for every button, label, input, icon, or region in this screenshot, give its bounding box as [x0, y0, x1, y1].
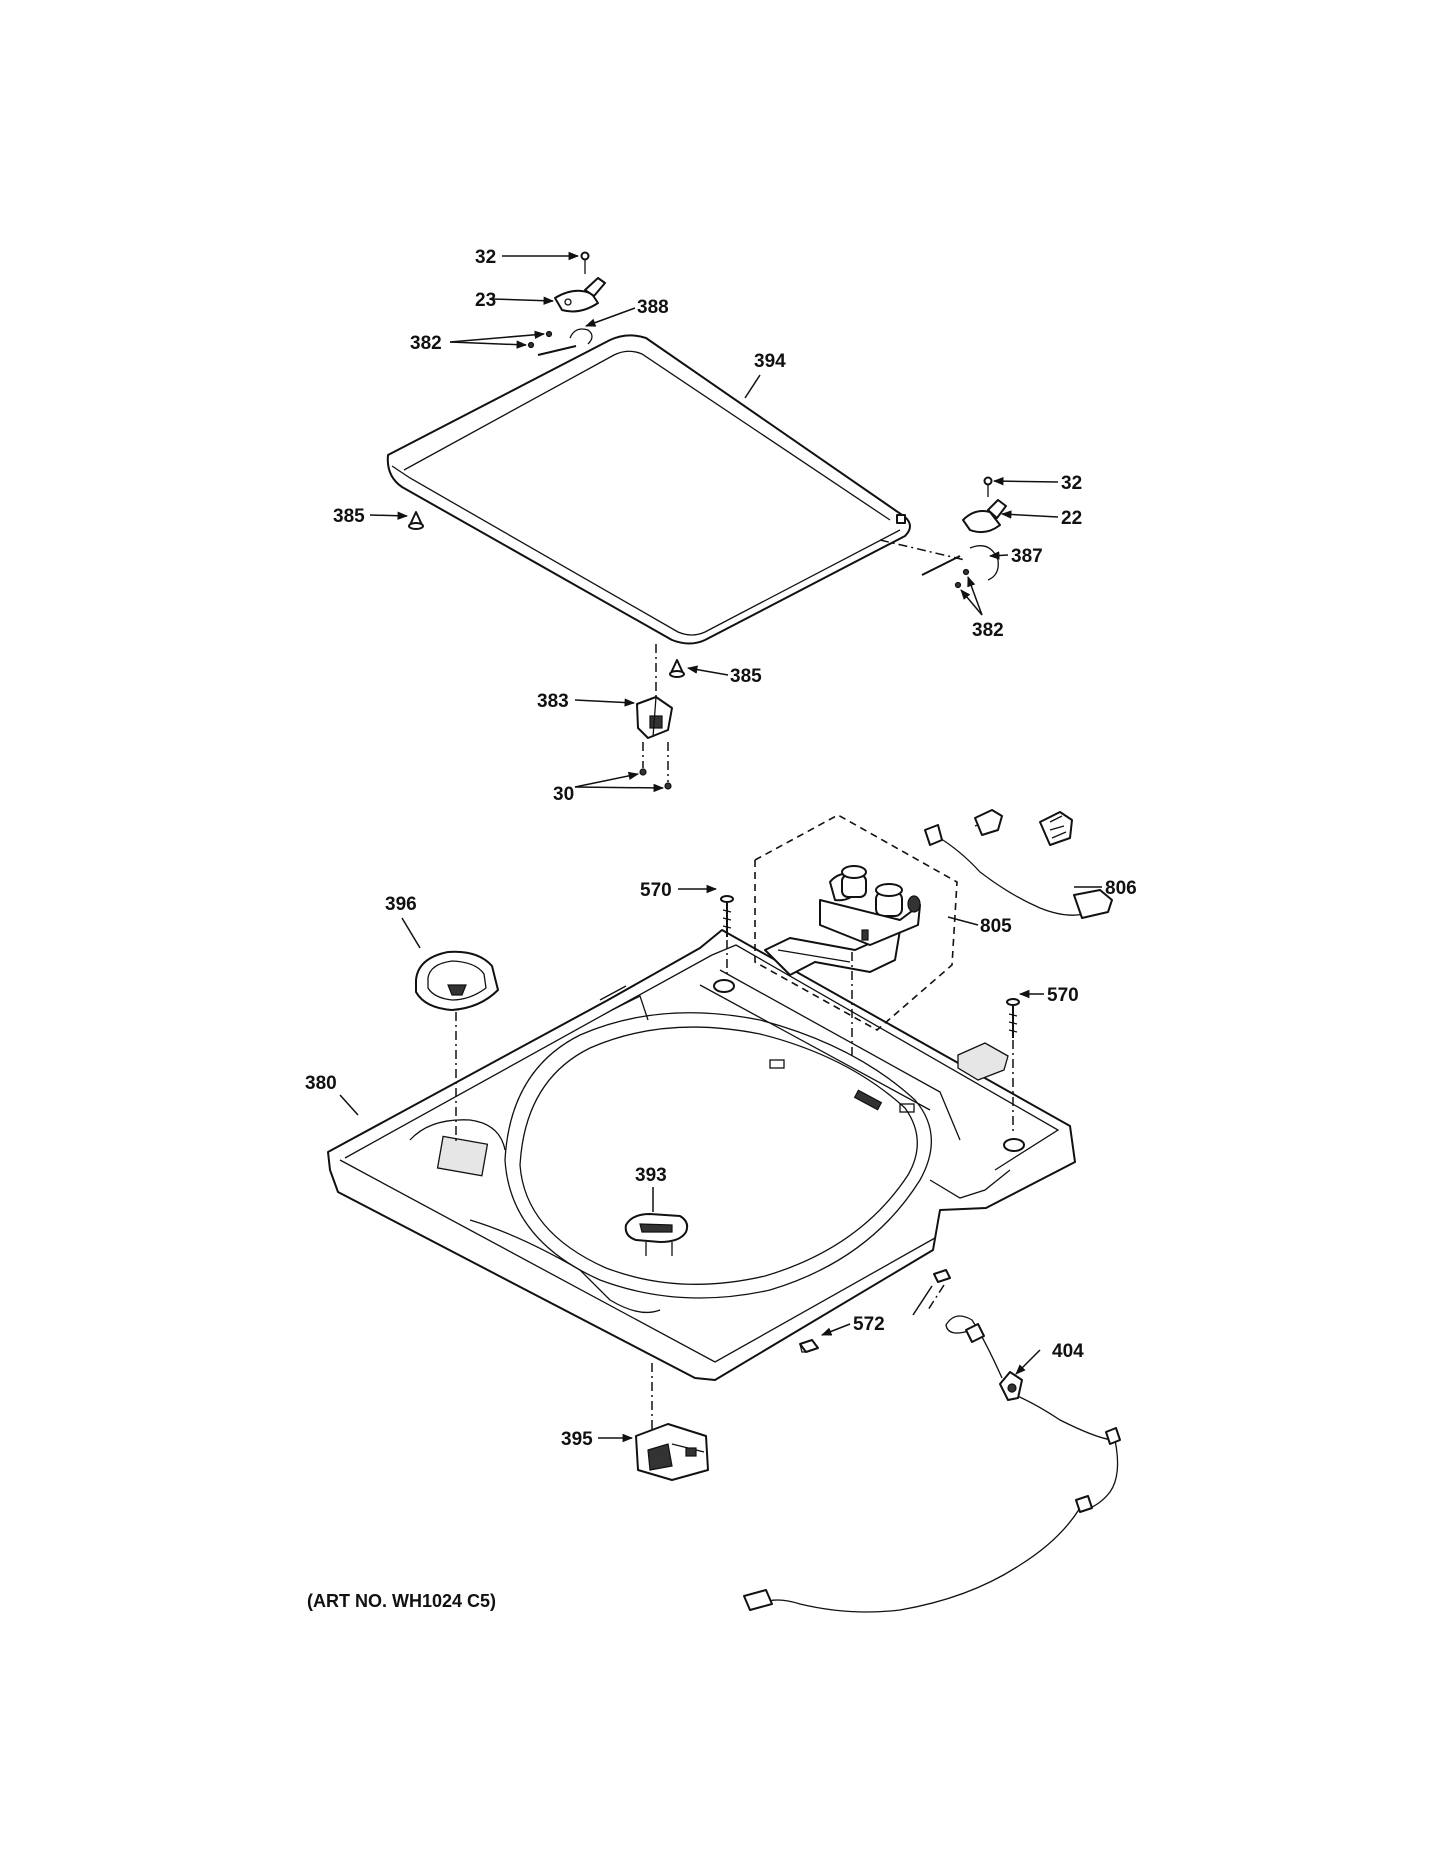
harness-806 [924, 809, 1113, 919]
callout-380: 380 [305, 1073, 337, 1094]
bumper-385-right [669, 659, 685, 678]
leader-lines [339, 251, 1102, 1443]
callout-383: 383 [537, 691, 569, 712]
clip-393 [624, 1213, 689, 1256]
callout-570-left: 570 [640, 880, 672, 901]
harness-404 [743, 1315, 1121, 1613]
callout-805: 805 [980, 916, 1012, 937]
callout-23: 23 [475, 290, 496, 311]
screw-570-right [1006, 998, 1020, 1038]
rod-382-left [527, 330, 577, 356]
callout-385-left: 385 [333, 506, 365, 527]
callout-395: 395 [561, 1429, 593, 1450]
callout-404: 404 [1052, 1341, 1084, 1362]
callout-382-left: 382 [410, 333, 442, 354]
lid-lock-383 [636, 696, 673, 739]
screw-32-left [580, 251, 590, 274]
top-panel-380 [327, 929, 1076, 1381]
dispenser-cup-396 [415, 950, 499, 1011]
rod-382-right [921, 555, 970, 589]
valve-assembly-805 [754, 814, 958, 1031]
callout-32-right: 32 [1061, 473, 1082, 494]
callout-22: 22 [1061, 508, 1082, 529]
hinge-23 [554, 277, 606, 313]
callout-393: 393 [635, 1165, 667, 1186]
callout-32-left: 32 [475, 247, 496, 268]
callout-382-right: 382 [972, 620, 1004, 641]
hinge-22 [962, 499, 1007, 534]
callout-396: 396 [385, 894, 417, 915]
callout-572: 572 [853, 1314, 885, 1335]
callout-570-right: 570 [1047, 985, 1079, 1006]
clips-572 [799, 1269, 951, 1353]
art-number-caption: (ART NO. WH1024 C5) [307, 1591, 496, 1611]
screws-30 [639, 768, 672, 790]
screw-570-left [720, 895, 734, 937]
callout-806: 806 [1105, 878, 1137, 899]
switch-395 [635, 1423, 709, 1481]
callout-394: 394 [754, 351, 786, 372]
callout-388: 388 [637, 297, 669, 318]
spring-387 [969, 545, 999, 581]
screw-32-right [983, 476, 993, 497]
lid-394 [386, 334, 911, 645]
spring-388 [569, 328, 593, 345]
bracket-right [957, 1042, 1009, 1081]
bumper-385-left [408, 511, 424, 530]
callout-30: 30 [553, 784, 574, 805]
callout-387: 387 [1011, 546, 1043, 567]
callout-385-right: 385 [730, 666, 762, 687]
